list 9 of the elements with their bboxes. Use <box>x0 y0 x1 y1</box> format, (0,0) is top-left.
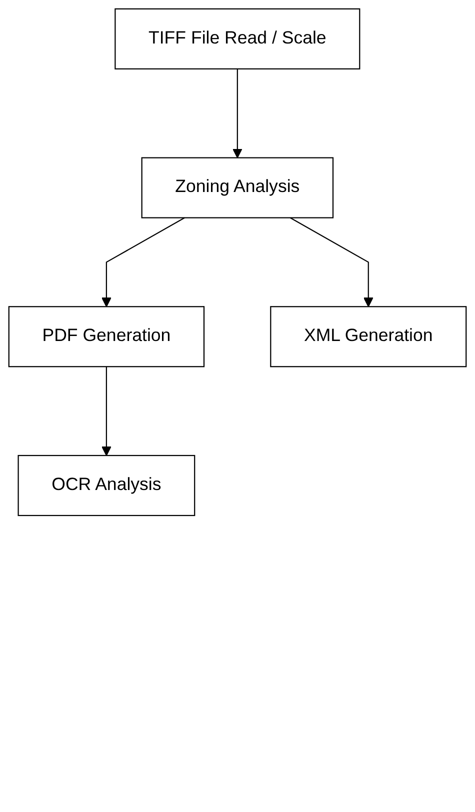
node-box: OCR Analysis <box>18 454 196 516</box>
arrow <box>102 217 185 308</box>
arrow <box>102 366 112 456</box>
node-box: XML Generation <box>270 306 467 368</box>
node-box: TIFF File Read / Scale <box>114 8 360 70</box>
node-box: PDF Generation <box>8 306 205 368</box>
arrow <box>232 68 242 158</box>
arrow <box>290 217 374 308</box>
node-box: Zoning Analysis <box>141 157 334 218</box>
